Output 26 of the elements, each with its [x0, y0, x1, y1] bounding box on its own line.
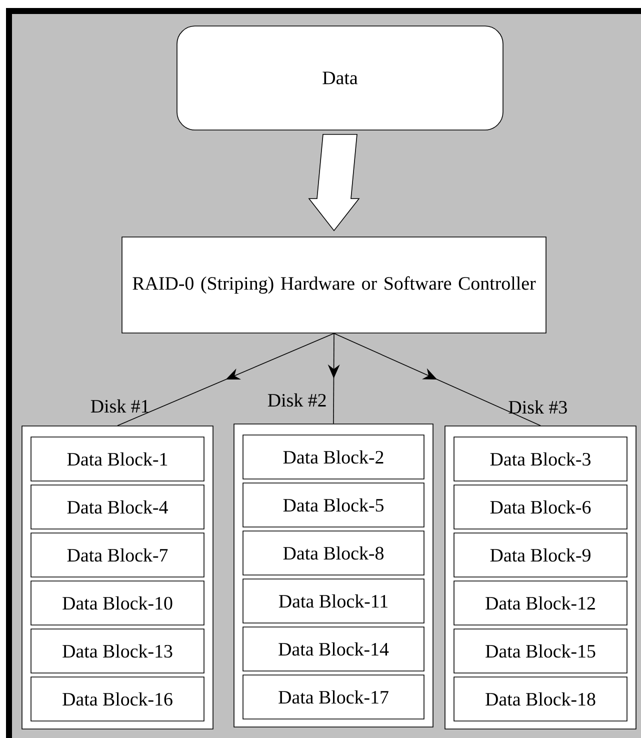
data-block-box: Data Block-13	[30, 628, 204, 674]
data-block-box: Data Block-3	[454, 436, 628, 482]
data-block-box: Data Block-2	[242, 434, 424, 480]
controller-box: RAID-0 (Striping) Hardware or Software Controller	[122, 236, 546, 334]
data-block-box: Data Block-18	[454, 676, 628, 722]
data-block-box: Data Block-5	[242, 482, 424, 528]
data-block-box: Data Block-7	[30, 532, 204, 578]
disk-label: Disk #1	[90, 399, 149, 413]
data-block-box: Data Block-14	[242, 626, 424, 672]
data-block-box: Data Block-16	[30, 676, 204, 722]
data-block-box: Data Block-11	[242, 578, 424, 624]
data-block-box: Data Block-1	[30, 436, 204, 482]
data-block-box: Data Block-6	[454, 484, 628, 530]
data-box: Data	[176, 26, 504, 130]
data-block-box: Data Block-9	[454, 532, 628, 578]
disk-label: Disk #2	[268, 393, 326, 407]
data-block-box: Data Block-17	[242, 674, 424, 720]
block-arrow	[308, 134, 360, 232]
data-block-box: Data Block-15	[454, 628, 628, 674]
data-block-box: Data Block-10	[30, 580, 204, 626]
data-block-box: Data Block-4	[30, 484, 204, 530]
disk-label: Disk #3	[508, 400, 567, 414]
arrow	[117, 333, 334, 426]
data-block-box: Data Block-8	[242, 530, 424, 576]
data-block-box: Data Block-12	[454, 580, 628, 626]
arrow	[334, 333, 541, 426]
